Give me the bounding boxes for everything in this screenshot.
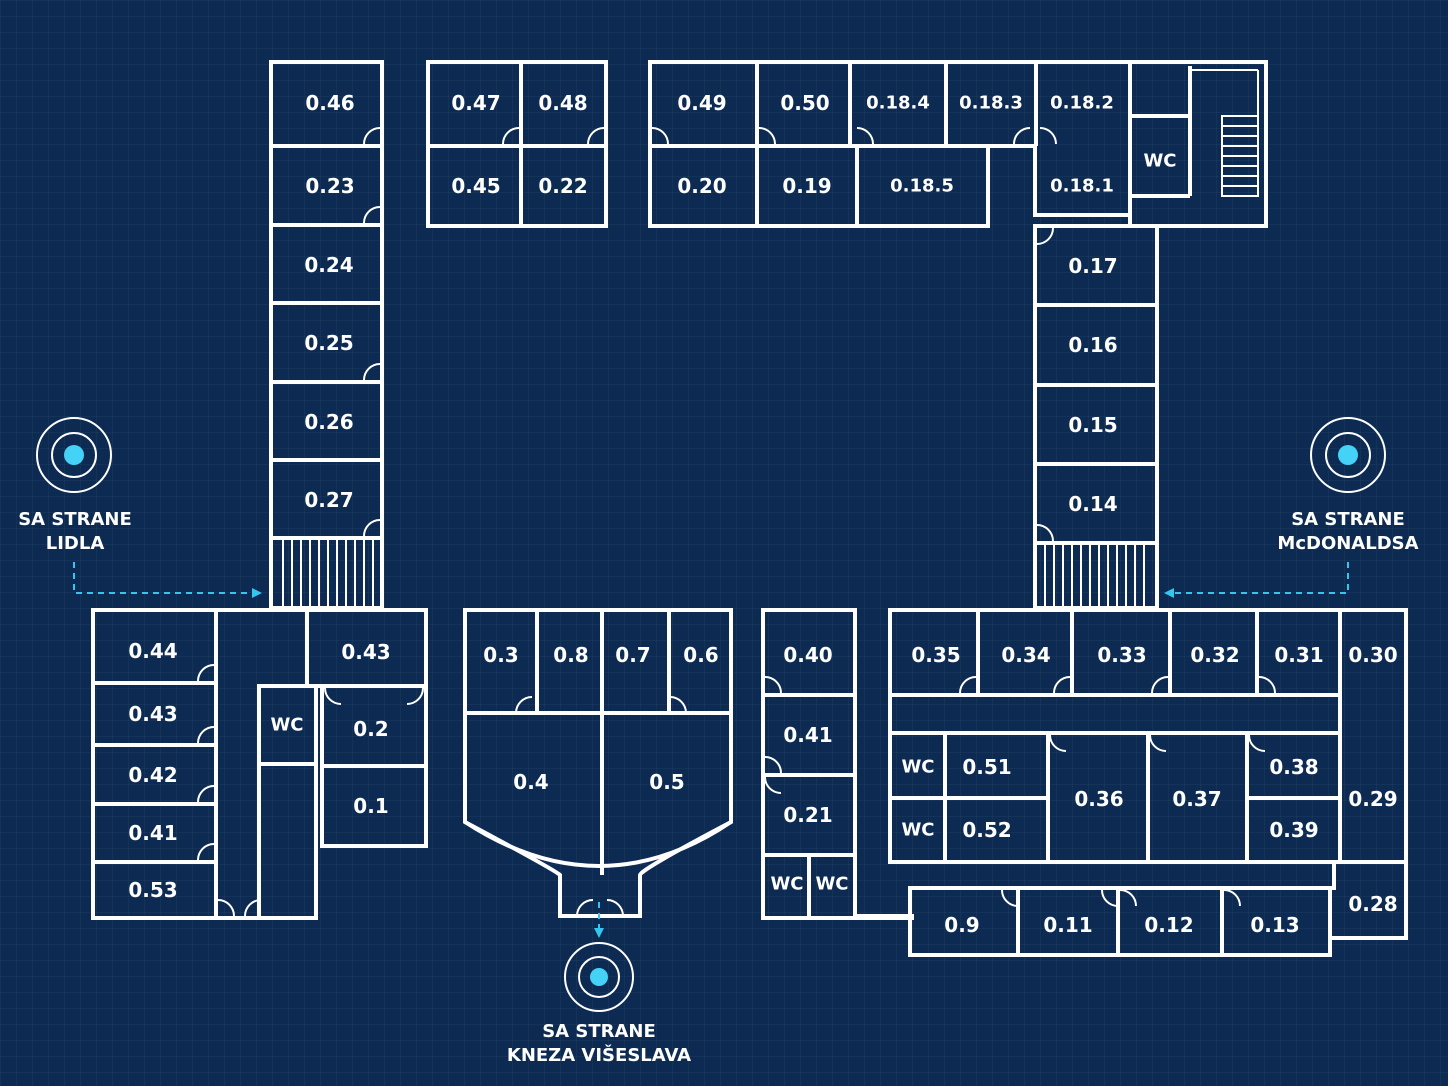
room-0-30: 0.30: [1348, 643, 1397, 667]
room-0-13: 0.13: [1250, 913, 1299, 937]
entrance-marker-icon: [1338, 445, 1358, 465]
room-0-33: 0.33: [1097, 643, 1146, 667]
room-0-21: 0.21: [783, 803, 832, 827]
center-right-column: 0.40 0.41 0.21 WC WC: [761, 608, 914, 920]
entrance-marker-icon: [590, 968, 608, 986]
arrow-right-icon: [252, 588, 262, 598]
room-0-17: 0.17: [1068, 254, 1117, 278]
entrance-bottom[interactable]: SA STRANE KNEZA VIŠESLAVA: [507, 902, 691, 1066]
wc-right-1: WC: [901, 757, 934, 778]
room-0-3: 0.3: [483, 643, 518, 667]
room-0-25: 0.25: [304, 331, 353, 355]
room-0-32: 0.32: [1190, 643, 1239, 667]
room-0-18-1: 0.18.1: [1050, 176, 1114, 197]
arrow-left-icon: [1164, 588, 1174, 598]
top-left-block: 0.47 0.48 0.45 0.22: [426, 60, 608, 228]
room-0-12: 0.12: [1144, 913, 1193, 937]
room-0-34: 0.34: [1001, 643, 1050, 667]
wc-right-2: WC: [901, 820, 934, 841]
room-0-1: 0.1: [353, 794, 388, 818]
room-0-2: 0.2: [353, 717, 388, 741]
room-0-22: 0.22: [538, 174, 587, 198]
room-0-11: 0.11: [1043, 913, 1092, 937]
room-0-38: 0.38: [1269, 755, 1318, 779]
room-0-49: 0.49: [677, 91, 726, 115]
entrance-ring-icon: [564, 942, 634, 1012]
center-hall: 0.3 0.8 0.7 0.6 0.4 0.5: [463, 608, 733, 918]
room-0-14: 0.14: [1068, 492, 1117, 516]
room-0-20: 0.20: [677, 174, 726, 198]
room-0-28: 0.28: [1348, 892, 1397, 916]
entrance-right-line2: McDONALDSA: [1277, 533, 1418, 554]
room-0-44: 0.44: [128, 639, 177, 663]
entrance-left-line1: SA STRANE: [18, 509, 132, 530]
room-0-7: 0.7: [615, 643, 650, 667]
arrow-up-icon: [594, 928, 604, 938]
room-0-18-4: 0.18.4: [866, 93, 930, 114]
room-0-41-center: 0.41: [783, 723, 832, 747]
room-0-18-3: 0.18.3: [959, 93, 1023, 114]
room-0-37: 0.37: [1172, 787, 1221, 811]
entrance-right-line1: SA STRANE: [1291, 509, 1405, 530]
room-0-47: 0.47: [451, 91, 500, 115]
room-0-36: 0.36: [1074, 787, 1123, 811]
room-0-23: 0.23: [305, 174, 354, 198]
room-0-5: 0.5: [649, 770, 684, 794]
room-0-43-right: 0.43: [341, 640, 390, 664]
wc-center-1: WC: [770, 874, 803, 895]
room-0-18-2: 0.18.2: [1050, 93, 1114, 114]
room-0-8: 0.8: [553, 643, 588, 667]
entrance-bottom-line2: KNEZA VIŠESLAVA: [507, 1044, 691, 1066]
room-0-24: 0.24: [304, 253, 353, 277]
entrance-marker-icon: [64, 445, 84, 465]
entrance-ring-icon: [36, 417, 112, 493]
room-0-52: 0.52: [962, 818, 1011, 842]
room-0-43-left: 0.43: [128, 702, 177, 726]
room-0-18-5: 0.18.5: [890, 176, 954, 197]
entrance-bottom-line1: SA STRANE: [542, 1021, 656, 1042]
room-0-16: 0.16: [1068, 333, 1117, 357]
entrance-left[interactable]: SA STRANE LIDLA: [18, 417, 262, 598]
room-0-35: 0.35: [911, 643, 960, 667]
stairs-left: [282, 540, 374, 606]
room-0-27: 0.27: [304, 488, 353, 512]
right-wing: 0.17 0.16 0.15 0.14: [1033, 224, 1159, 610]
room-0-9: 0.9: [944, 913, 979, 937]
room-0-42: 0.42: [128, 763, 177, 787]
room-0-19: 0.19: [782, 174, 831, 198]
bottom-left-block: 0.44 0.43 0.42 0.41 0.53 WC 0.43 0.2 0.1: [91, 608, 428, 920]
room-0-31: 0.31: [1274, 643, 1323, 667]
right-complex: 0.35 0.34 0.33 0.32 0.31 0.30 WC 0.51 WC…: [888, 608, 1408, 957]
stairs-right: [1044, 545, 1145, 606]
room-0-6: 0.6: [683, 643, 718, 667]
wc-center-2: WC: [815, 874, 848, 895]
room-0-39: 0.39: [1269, 818, 1318, 842]
room-0-41-left: 0.41: [128, 821, 177, 845]
left-wing: 0.46 0.23 0.24 0.25 0.26 0.27: [269, 60, 384, 610]
room-0-50: 0.50: [780, 91, 829, 115]
room-0-40: 0.40: [783, 643, 832, 667]
room-0-29: 0.29: [1348, 787, 1397, 811]
top-right-block: 0.49 0.50 0.18.4 0.18.3 0.18.2 0.20 0.19…: [648, 60, 1268, 228]
room-0-51: 0.51: [962, 755, 1011, 779]
entrance-left-line2: LIDLA: [46, 533, 105, 554]
room-0-26: 0.26: [304, 410, 353, 434]
wc-top: WC: [1143, 151, 1176, 172]
entrance-right[interactable]: SA STRANE McDONALDSA: [1164, 417, 1419, 598]
wc-left: WC: [270, 715, 303, 736]
room-0-46: 0.46: [305, 91, 354, 115]
entrance-ring-icon: [1310, 417, 1386, 493]
room-0-48: 0.48: [538, 91, 587, 115]
room-0-15: 0.15: [1068, 413, 1117, 437]
room-0-53: 0.53: [128, 878, 177, 902]
room-0-4: 0.4: [513, 770, 548, 794]
room-0-45: 0.45: [451, 174, 500, 198]
